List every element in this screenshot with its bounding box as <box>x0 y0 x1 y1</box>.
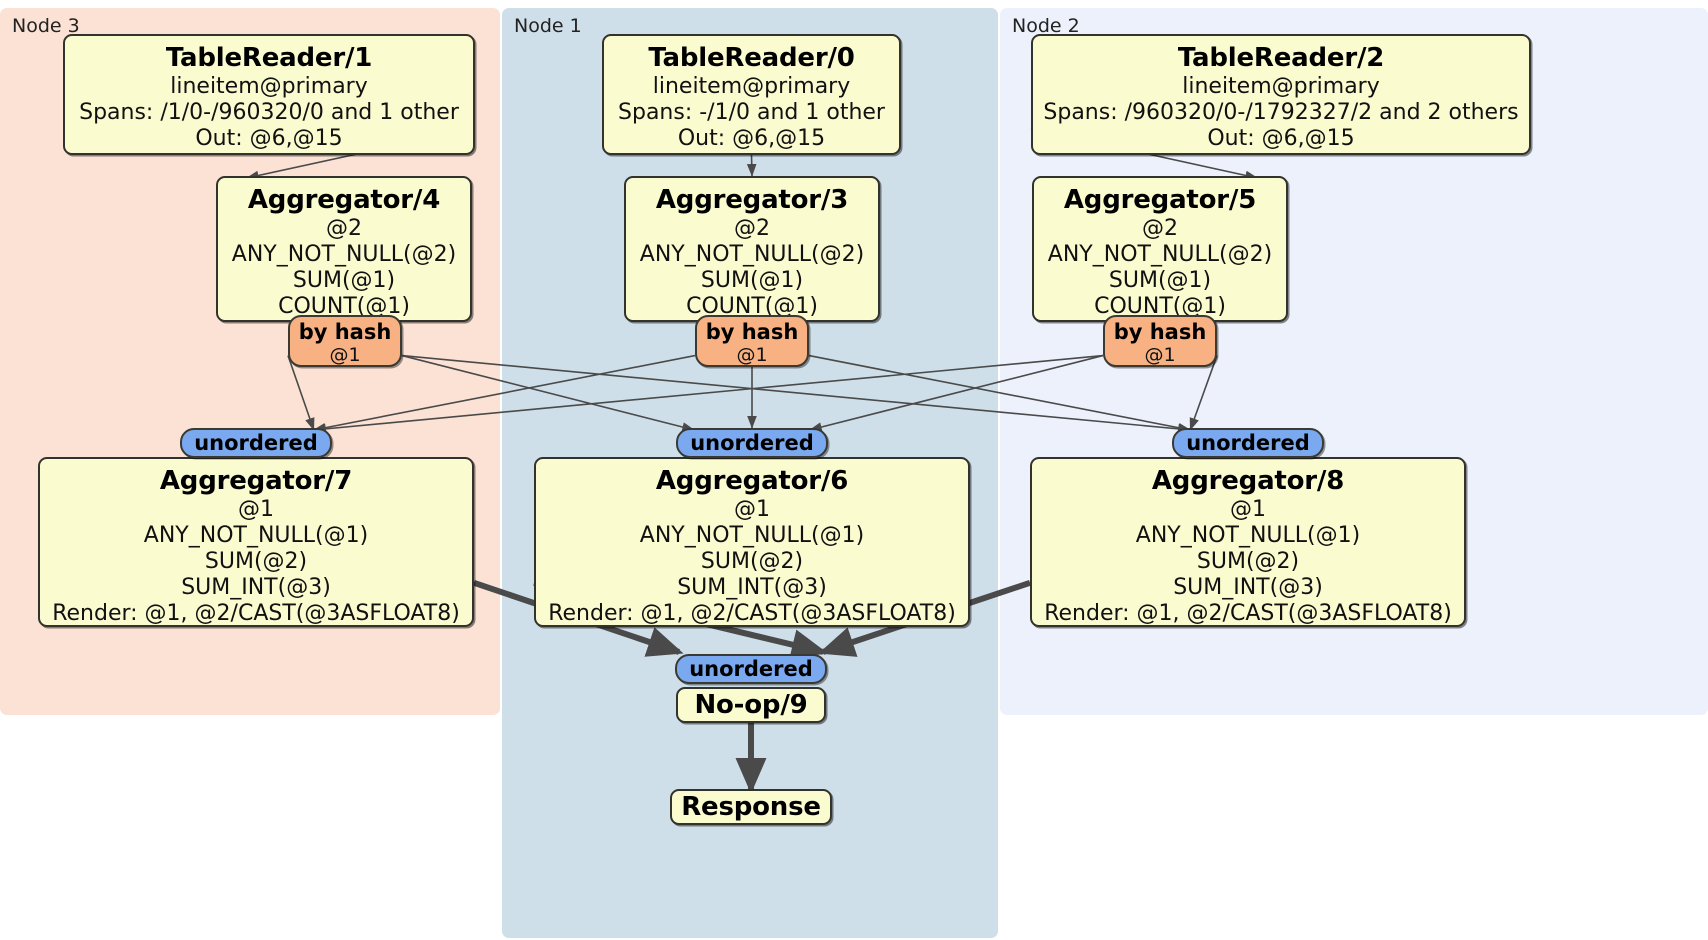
processor-detail-line: SUM(@1) <box>1108 268 1212 293</box>
processor-detail-line: Render: @1, @2/CAST(@3ASFLOAT8) <box>52 601 460 626</box>
stream-badge-label: by hash <box>1113 320 1207 344</box>
processor-detail-line: SUM(@2) <box>700 549 804 574</box>
processor-detail-line: ANY_NOT_NULL(@1) <box>1135 523 1361 548</box>
processor-title: Aggregator/5 <box>1063 185 1257 215</box>
processor-detail-line: ANY_NOT_NULL(@1) <box>639 523 865 548</box>
processor-detail-line: SUM_INT(@3) <box>1173 575 1323 600</box>
processor-detail-line: lineitem@primary <box>652 74 851 99</box>
processor-title: Aggregator/4 <box>247 185 441 215</box>
stream-badge-unord-9[interactable]: unordered <box>675 654 827 684</box>
stream-badge-label: by hash <box>705 320 799 344</box>
processor-detail-line: COUNT(@1) <box>278 294 410 319</box>
processor-title: Response <box>681 792 821 822</box>
processor-title: Aggregator/7 <box>159 466 353 496</box>
processor-detail-line: ANY_NOT_NULL(@2) <box>1047 242 1273 267</box>
processor-detail-line: Render: @1, @2/CAST(@3ASFLOAT8) <box>1044 601 1452 626</box>
processor-detail-line: ANY_NOT_NULL(@1) <box>143 523 369 548</box>
stream-badge-sublabel: @1 <box>329 344 361 366</box>
stream-badge-label: by hash <box>298 320 392 344</box>
processor-detail-line: SUM(@2) <box>1196 549 1300 574</box>
processor-detail-line: lineitem@primary <box>170 74 368 99</box>
processor-title: Aggregator/6 <box>655 466 849 496</box>
processor-response[interactable]: Response <box>670 789 832 825</box>
stream-badge-label: unordered <box>1186 431 1310 455</box>
node-panel-label-node1: Node 1 <box>514 15 582 37</box>
stream-badge-unord-8[interactable]: unordered <box>1172 428 1324 458</box>
processor-detail-line: @1 <box>1230 497 1266 522</box>
stream-badge-unord-6[interactable]: unordered <box>676 428 828 458</box>
processor-detail-line: SUM_INT(@3) <box>181 575 331 600</box>
processor-detail-line: COUNT(@1) <box>1094 294 1226 319</box>
processor-detail-line: SUM(@2) <box>204 549 308 574</box>
processor-detail-line: @2 <box>734 216 770 241</box>
stream-badge-hash-5[interactable]: by hash@1 <box>1103 315 1217 367</box>
stream-badge-hash-4[interactable]: by hash@1 <box>288 315 402 367</box>
processor-detail-line: Spans: /1/0-/960320/0 and 1 other <box>79 100 459 125</box>
processor-detail-line: Spans: /960320/0-/1792327/2 and 2 others <box>1043 100 1519 125</box>
processor-detail-line: SUM(@1) <box>292 268 396 293</box>
stream-badge-label: unordered <box>690 431 814 455</box>
stream-badge-label: unordered <box>689 657 813 681</box>
processor-title: TableReader/0 <box>648 43 855 73</box>
processor-title: Aggregator/3 <box>655 185 849 215</box>
processor-detail-line: COUNT(@1) <box>686 294 818 319</box>
processor-detail-line: @2 <box>326 216 362 241</box>
processor-noop-9[interactable]: No-op/9 <box>676 687 826 723</box>
processor-detail-line: SUM(@1) <box>700 268 804 293</box>
processor-title: TableReader/1 <box>165 43 373 73</box>
processor-detail-line: Spans: -/1/0 and 1 other <box>618 100 885 125</box>
processor-detail-line: Out: @6,@15 <box>1207 126 1355 151</box>
stream-badge-unord-7[interactable]: unordered <box>180 428 332 458</box>
stream-badge-sublabel: @1 <box>1144 344 1176 366</box>
processor-detail-line: SUM_INT(@3) <box>677 575 827 600</box>
stream-badge-hash-3[interactable]: by hash@1 <box>695 315 809 367</box>
processor-detail-line: ANY_NOT_NULL(@2) <box>231 242 457 267</box>
stream-badge-sublabel: @1 <box>736 344 768 366</box>
node-panel-label-node2: Node 2 <box>1012 15 1080 37</box>
processor-detail-line: @2 <box>1142 216 1178 241</box>
processor-detail-line: @1 <box>238 497 274 522</box>
processor-detail-line: Render: @1, @2/CAST(@3ASFLOAT8) <box>548 601 956 626</box>
processor-detail-line: Out: @6,@15 <box>677 126 826 151</box>
processor-detail-line: lineitem@primary <box>1182 74 1380 99</box>
node-panel-label-node3: Node 3 <box>12 15 80 37</box>
processor-title: No-op/9 <box>694 690 808 720</box>
processor-title: TableReader/2 <box>1177 43 1385 73</box>
processor-detail-line: @1 <box>734 497 770 522</box>
processor-detail-line: ANY_NOT_NULL(@2) <box>639 242 865 267</box>
processor-title: Aggregator/8 <box>1151 466 1345 496</box>
stream-badge-label: unordered <box>194 431 318 455</box>
processor-detail-line: Out: @6,@15 <box>195 126 343 151</box>
